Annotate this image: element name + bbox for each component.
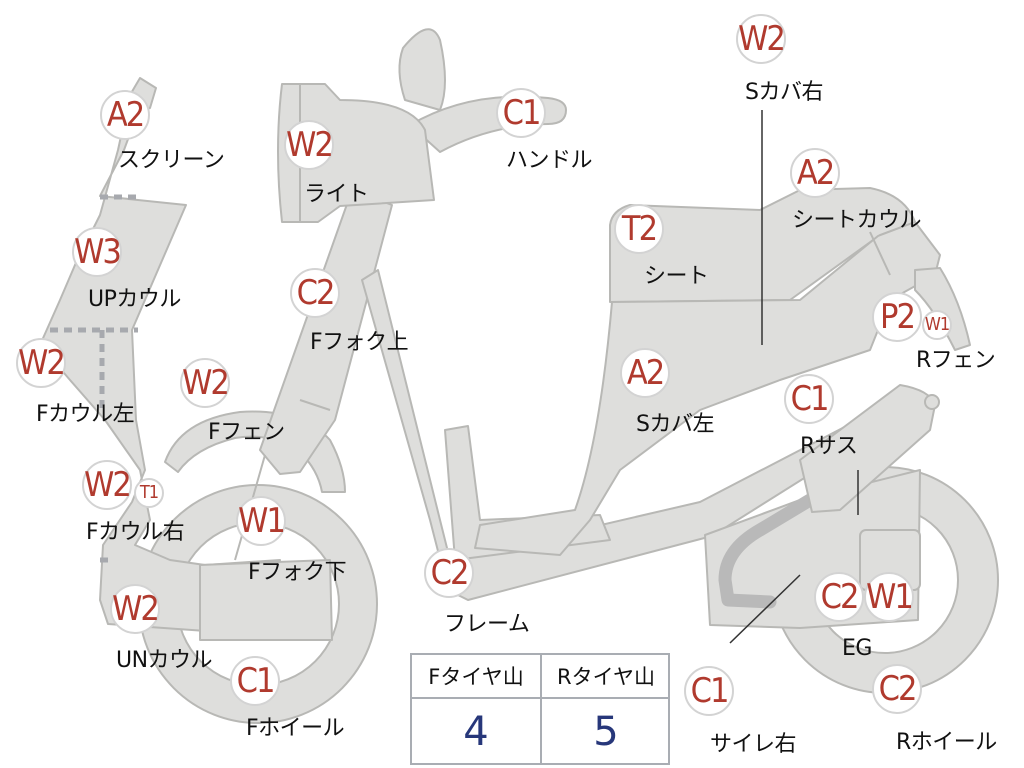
rear-tire-value: 5 — [593, 709, 619, 755]
un-cowl-label: UNカウル — [116, 648, 213, 673]
rear-shock-cap — [924, 394, 940, 410]
f-fork-lower-grade-badge: W1 — [236, 496, 286, 546]
seat-label: シート — [644, 264, 709, 289]
front-tire-header: Fタイヤ山 — [412, 655, 540, 699]
f-cowl-right-grade2-badge: T1 — [134, 478, 164, 508]
handle-grade-badge: C1 — [496, 88, 546, 138]
r-suspension-label: Rサス — [800, 434, 858, 459]
f-fork-upper-grade-badge: C2 — [290, 268, 340, 318]
rear-tire-header: Rタイヤ山 — [542, 655, 670, 699]
frame-label: フレーム — [444, 612, 530, 637]
light-shape — [277, 83, 435, 223]
f-wheel-grade-badge: C1 — [230, 656, 280, 706]
light-grade-badge: W2 — [284, 120, 334, 170]
up-cowl-grade-badge: W3 — [72, 227, 122, 277]
s-cover-left-grade-badge: A2 — [620, 348, 670, 398]
f-fender-grade-badge: W2 — [180, 358, 230, 408]
f-fender-label: Fフェン — [208, 420, 285, 445]
up-cowl-label: UPカウル — [88, 287, 181, 312]
f-cowl-right-grade-badge: W2 — [82, 460, 132, 510]
rear-fender-shape — [914, 267, 971, 351]
f-wheel-label: Fホイール — [246, 716, 345, 741]
front-tire-value: 4 — [463, 709, 489, 755]
r-suspension-grade-badge: C1 — [784, 374, 834, 424]
screen-label: スクリーン — [118, 148, 225, 173]
r-fender-label: Rフェン — [916, 348, 996, 373]
handle-label: ハンドル — [506, 148, 593, 173]
f-fork-lower-label: Fフォク下 — [248, 560, 347, 585]
seat-cowl-label: シートカウル — [792, 208, 922, 233]
front-fork-shape — [259, 189, 393, 475]
muffler-right-label: サイレ右 — [710, 732, 797, 757]
s-cover-right-label: Sカバ右 — [745, 80, 823, 105]
un-cowl-grade-badge: W2 — [110, 584, 160, 634]
r-fender-grade-badge: P2 — [872, 292, 922, 342]
engine-label: EG — [842, 636, 872, 661]
screen-grade-badge: A2 — [100, 90, 150, 140]
mirror-shape — [398, 28, 446, 111]
muffler-right-grade-badge: C1 — [684, 666, 734, 716]
s-cover-right-grade-badge: W2 — [736, 14, 786, 64]
f-fork-upper-label: Fフォク上 — [310, 330, 409, 355]
f-cowl-right-label: Fカウル右 — [86, 520, 185, 545]
r-wheel-grade-badge: C2 — [872, 664, 922, 714]
table-divider — [540, 655, 542, 765]
r-fender-grade2-badge: W1 — [922, 310, 952, 340]
light-label: ライト — [304, 182, 369, 207]
r-wheel-label: Rホイール — [896, 730, 997, 755]
engine-grade-badge: C2 — [814, 572, 864, 622]
seat-grade-badge: T2 — [614, 204, 664, 254]
f-cowl-left-grade-badge: W2 — [16, 338, 66, 388]
tire-tread-table: Fタイヤ山 Rタイヤ山 4 5 — [410, 653, 670, 765]
frame-grade-badge: C2 — [424, 548, 474, 598]
f-cowl-left-label: Fカウル左 — [36, 402, 135, 427]
engine-grade2-badge: W1 — [864, 572, 914, 622]
seat-cowl-grade-badge: A2 — [790, 148, 840, 198]
s-cover-left-label: Sカバ左 — [636, 412, 714, 437]
front-fork-lower-shape — [199, 559, 333, 641]
